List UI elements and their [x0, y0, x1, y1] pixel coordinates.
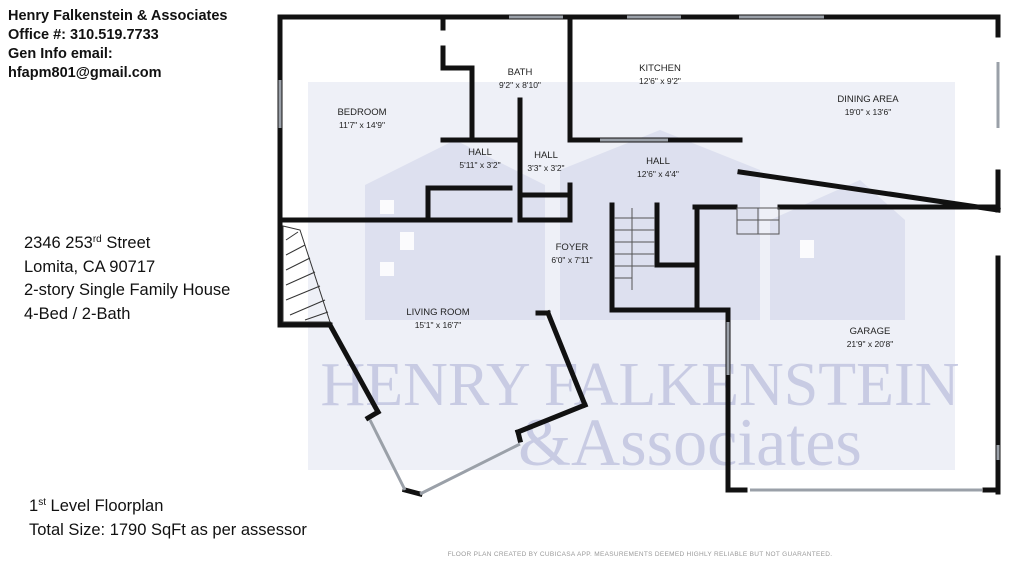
stairs [614, 207, 780, 290]
room-kitchen-name: KITCHEN [639, 63, 681, 74]
room-hall2-name: HALL [534, 150, 558, 161]
watermark-text-2: &Associates [518, 404, 862, 480]
room-bedroom-dims: 11'7" x 14'9" [339, 120, 385, 130]
property-info: 2346 253rd Street Lomita, CA 90717 2-sto… [24, 232, 230, 326]
email-label: Gen Info email: [8, 46, 113, 62]
room-bedroom-name: BEDROOM [337, 107, 386, 118]
watermark-text-1: HENRY FALKENSTEIN [321, 351, 960, 419]
room-bath-dims: 9'2" x 8'10" [499, 80, 541, 90]
level-label: 1st Level Floorplan [29, 495, 307, 519]
company-header: Henry Falkenstein & Associates Office #:… [8, 7, 227, 83]
total-size: Total Size: 1790 SqFt as per assessor [29, 520, 307, 539]
floorplan-footer: 1st Level Floorplan Total Size: 1790 SqF… [29, 495, 307, 542]
room-foyer-dims: 6'0" x 7'11" [551, 255, 592, 265]
room-foyer-name: FOYER [556, 242, 589, 253]
room-kitchen-dims: 12'6" x 9'2" [639, 76, 681, 86]
room-garage-name: GARAGE [850, 326, 891, 337]
room-living-dims: 15'1" x 16'7" [415, 320, 462, 330]
room-hall3-name: HALL [646, 156, 670, 167]
street-address: 2346 253rd Street [24, 232, 230, 256]
room-hall2-dims: 3'3" x 3'2" [527, 163, 564, 173]
level-suffix: st [38, 497, 46, 508]
street-number: 2346 253 [24, 234, 93, 252]
company-name: Henry Falkenstein & Associates [8, 8, 228, 24]
room-bath-name: BATH [508, 67, 533, 78]
city-state-zip: Lomita, CA 90717 [24, 257, 156, 276]
room-hall1-dims: 5'11" x 3'2" [459, 160, 500, 170]
windows [278, 15, 1000, 496]
level-number: 1 [29, 497, 39, 515]
room-dining-name: DINING AREA [837, 94, 899, 105]
disclaimer: FLOOR PLAN CREATED BY CUBICASA APP. MEAS… [448, 551, 833, 558]
fireplace [282, 225, 331, 323]
room-dining-dims: 19'0" x 13'6" [845, 107, 892, 117]
room-living-name: LIVING ROOM [406, 307, 469, 318]
street-suffix: rd [92, 234, 102, 245]
room-hall1-name: HALL [468, 147, 492, 158]
office-phone: Office #: 310.519.7733 [8, 27, 159, 43]
level-text: Level Floorplan [45, 497, 164, 515]
property-type: 2-story Single Family House [24, 281, 231, 299]
beds-baths: 4-Bed / 2-Bath [24, 304, 131, 323]
street-name: Street [101, 234, 151, 252]
room-hall3-dims: 12'6" x 4'4" [637, 169, 679, 179]
email-address: hfapm801@gmail.com [8, 65, 162, 81]
room-garage-dims: 21'9" x 20'8" [847, 339, 894, 349]
